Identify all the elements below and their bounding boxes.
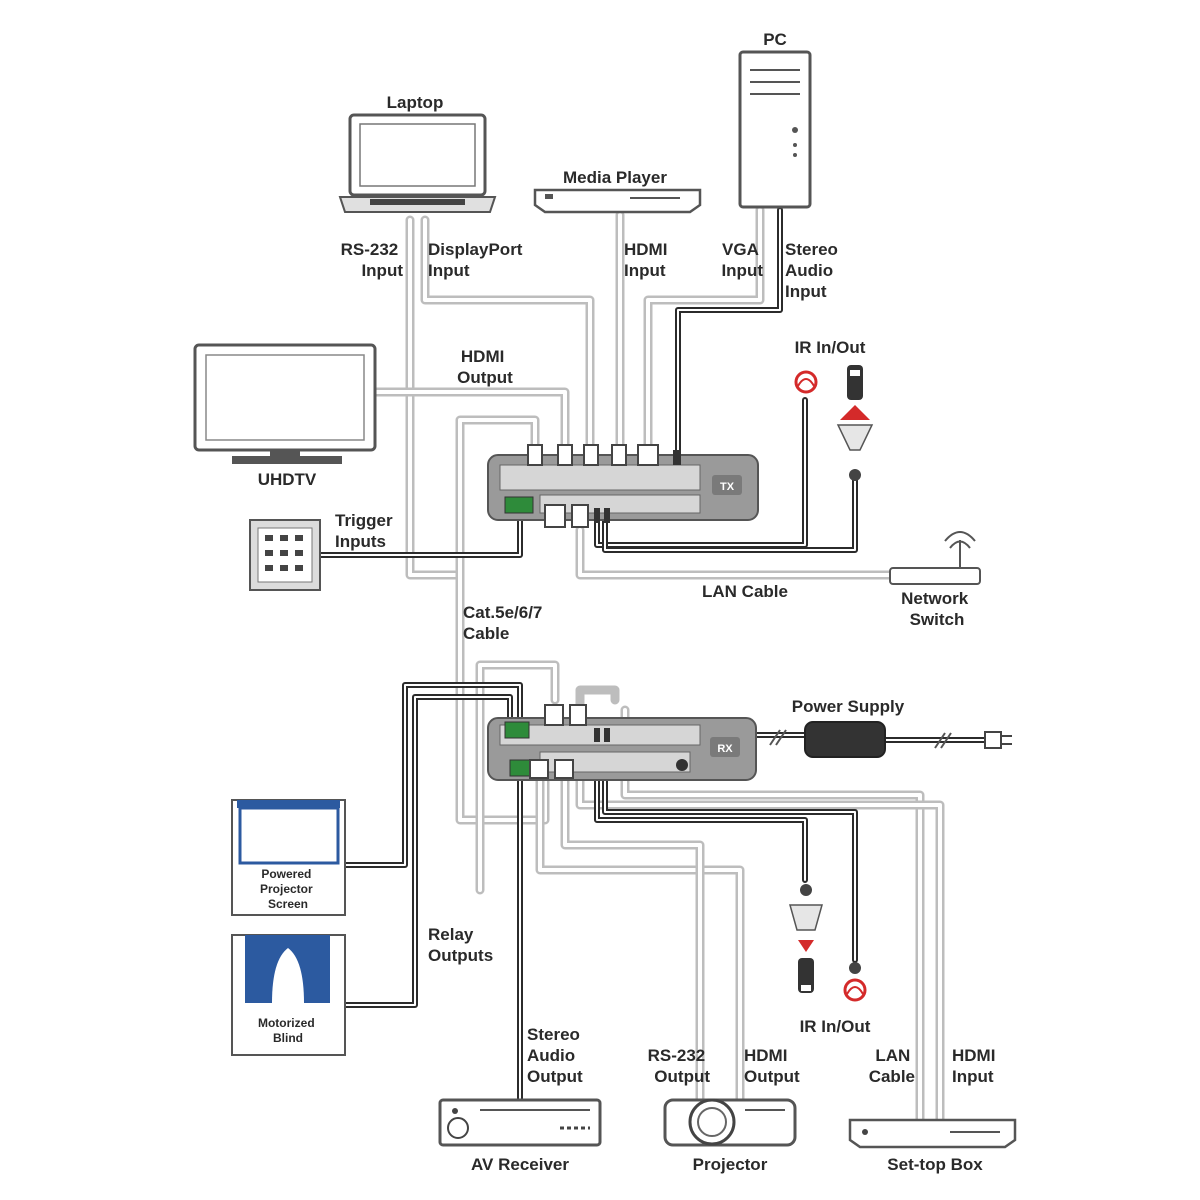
relay-outputs-label: Relay Outputs [428, 925, 493, 965]
ir-in-out-label-top: IR In/Out [795, 338, 866, 357]
set-top-box-label: Set-top Box [887, 1155, 983, 1174]
stereo-audio-input-label: Stereo Audio Input [785, 240, 843, 301]
rx-label: RX [717, 743, 733, 755]
ir-devices-top [794, 365, 874, 481]
powered-projector-screen-label: Powered Projector Screen [260, 867, 316, 911]
projector-label: Projector [693, 1155, 768, 1174]
cat-cable-label: Cat.5e/6/7 Cable [463, 603, 547, 643]
motorized-blind-device [231, 934, 346, 1056]
av-receiver-device [438, 1098, 602, 1147]
hdmi-output-label-bottom: HDMI Output [744, 1046, 800, 1086]
power-supply-label: Power Supply [792, 697, 905, 716]
network-switch-device [889, 531, 981, 585]
rs232-output-label: RS-232 Output [648, 1046, 711, 1086]
lan-cable-label-bottom: LAN Cable [869, 1046, 915, 1086]
gray-cables [370, 205, 945, 1125]
projector-device [663, 1098, 797, 1147]
uhdtv-device [193, 343, 377, 464]
motorized-blind-label: Motorized Blind [258, 1016, 318, 1045]
pc-label: PC [763, 30, 787, 49]
set-top-box-device [848, 1118, 1017, 1149]
media-player-label: Media Player [563, 168, 667, 187]
trigger-panel [249, 519, 321, 591]
trigger-inputs-label: Trigger Inputs [335, 511, 397, 551]
lan-cable-label-top: LAN Cable [702, 582, 788, 601]
displayport-input-label: DisplayPort Input [428, 240, 527, 280]
uhdtv-label: UHDTV [258, 470, 317, 489]
vga-input-label: VGA Input [721, 240, 763, 280]
pc-tower [738, 50, 812, 209]
tx-label: TX [720, 481, 735, 493]
laptop-label: Laptop [387, 93, 444, 112]
stereo-audio-output-label: Stereo Audio Output [527, 1025, 585, 1086]
tx-unit [487, 444, 759, 528]
ir-devices-bottom [789, 884, 867, 1002]
power-supply-device [769, 721, 1012, 758]
rs232-input-label: RS-232 Input [341, 240, 404, 280]
media-player-device [533, 188, 702, 214]
ir-in-out-label-bottom: IR In/Out [800, 1017, 871, 1036]
powered-projector-screen-device [231, 799, 346, 916]
av-receiver-label: AV Receiver [471, 1155, 569, 1174]
hdmi-input-label: HDMI Input [624, 240, 672, 280]
laptop-device [338, 113, 497, 213]
hdmi-output-label-top: HDMI Output [457, 347, 513, 387]
network-switch-label: Network Switch [901, 589, 973, 629]
rx-unit [487, 704, 757, 781]
hdmi-input-label-bottom: HDMI Input [952, 1046, 1000, 1086]
